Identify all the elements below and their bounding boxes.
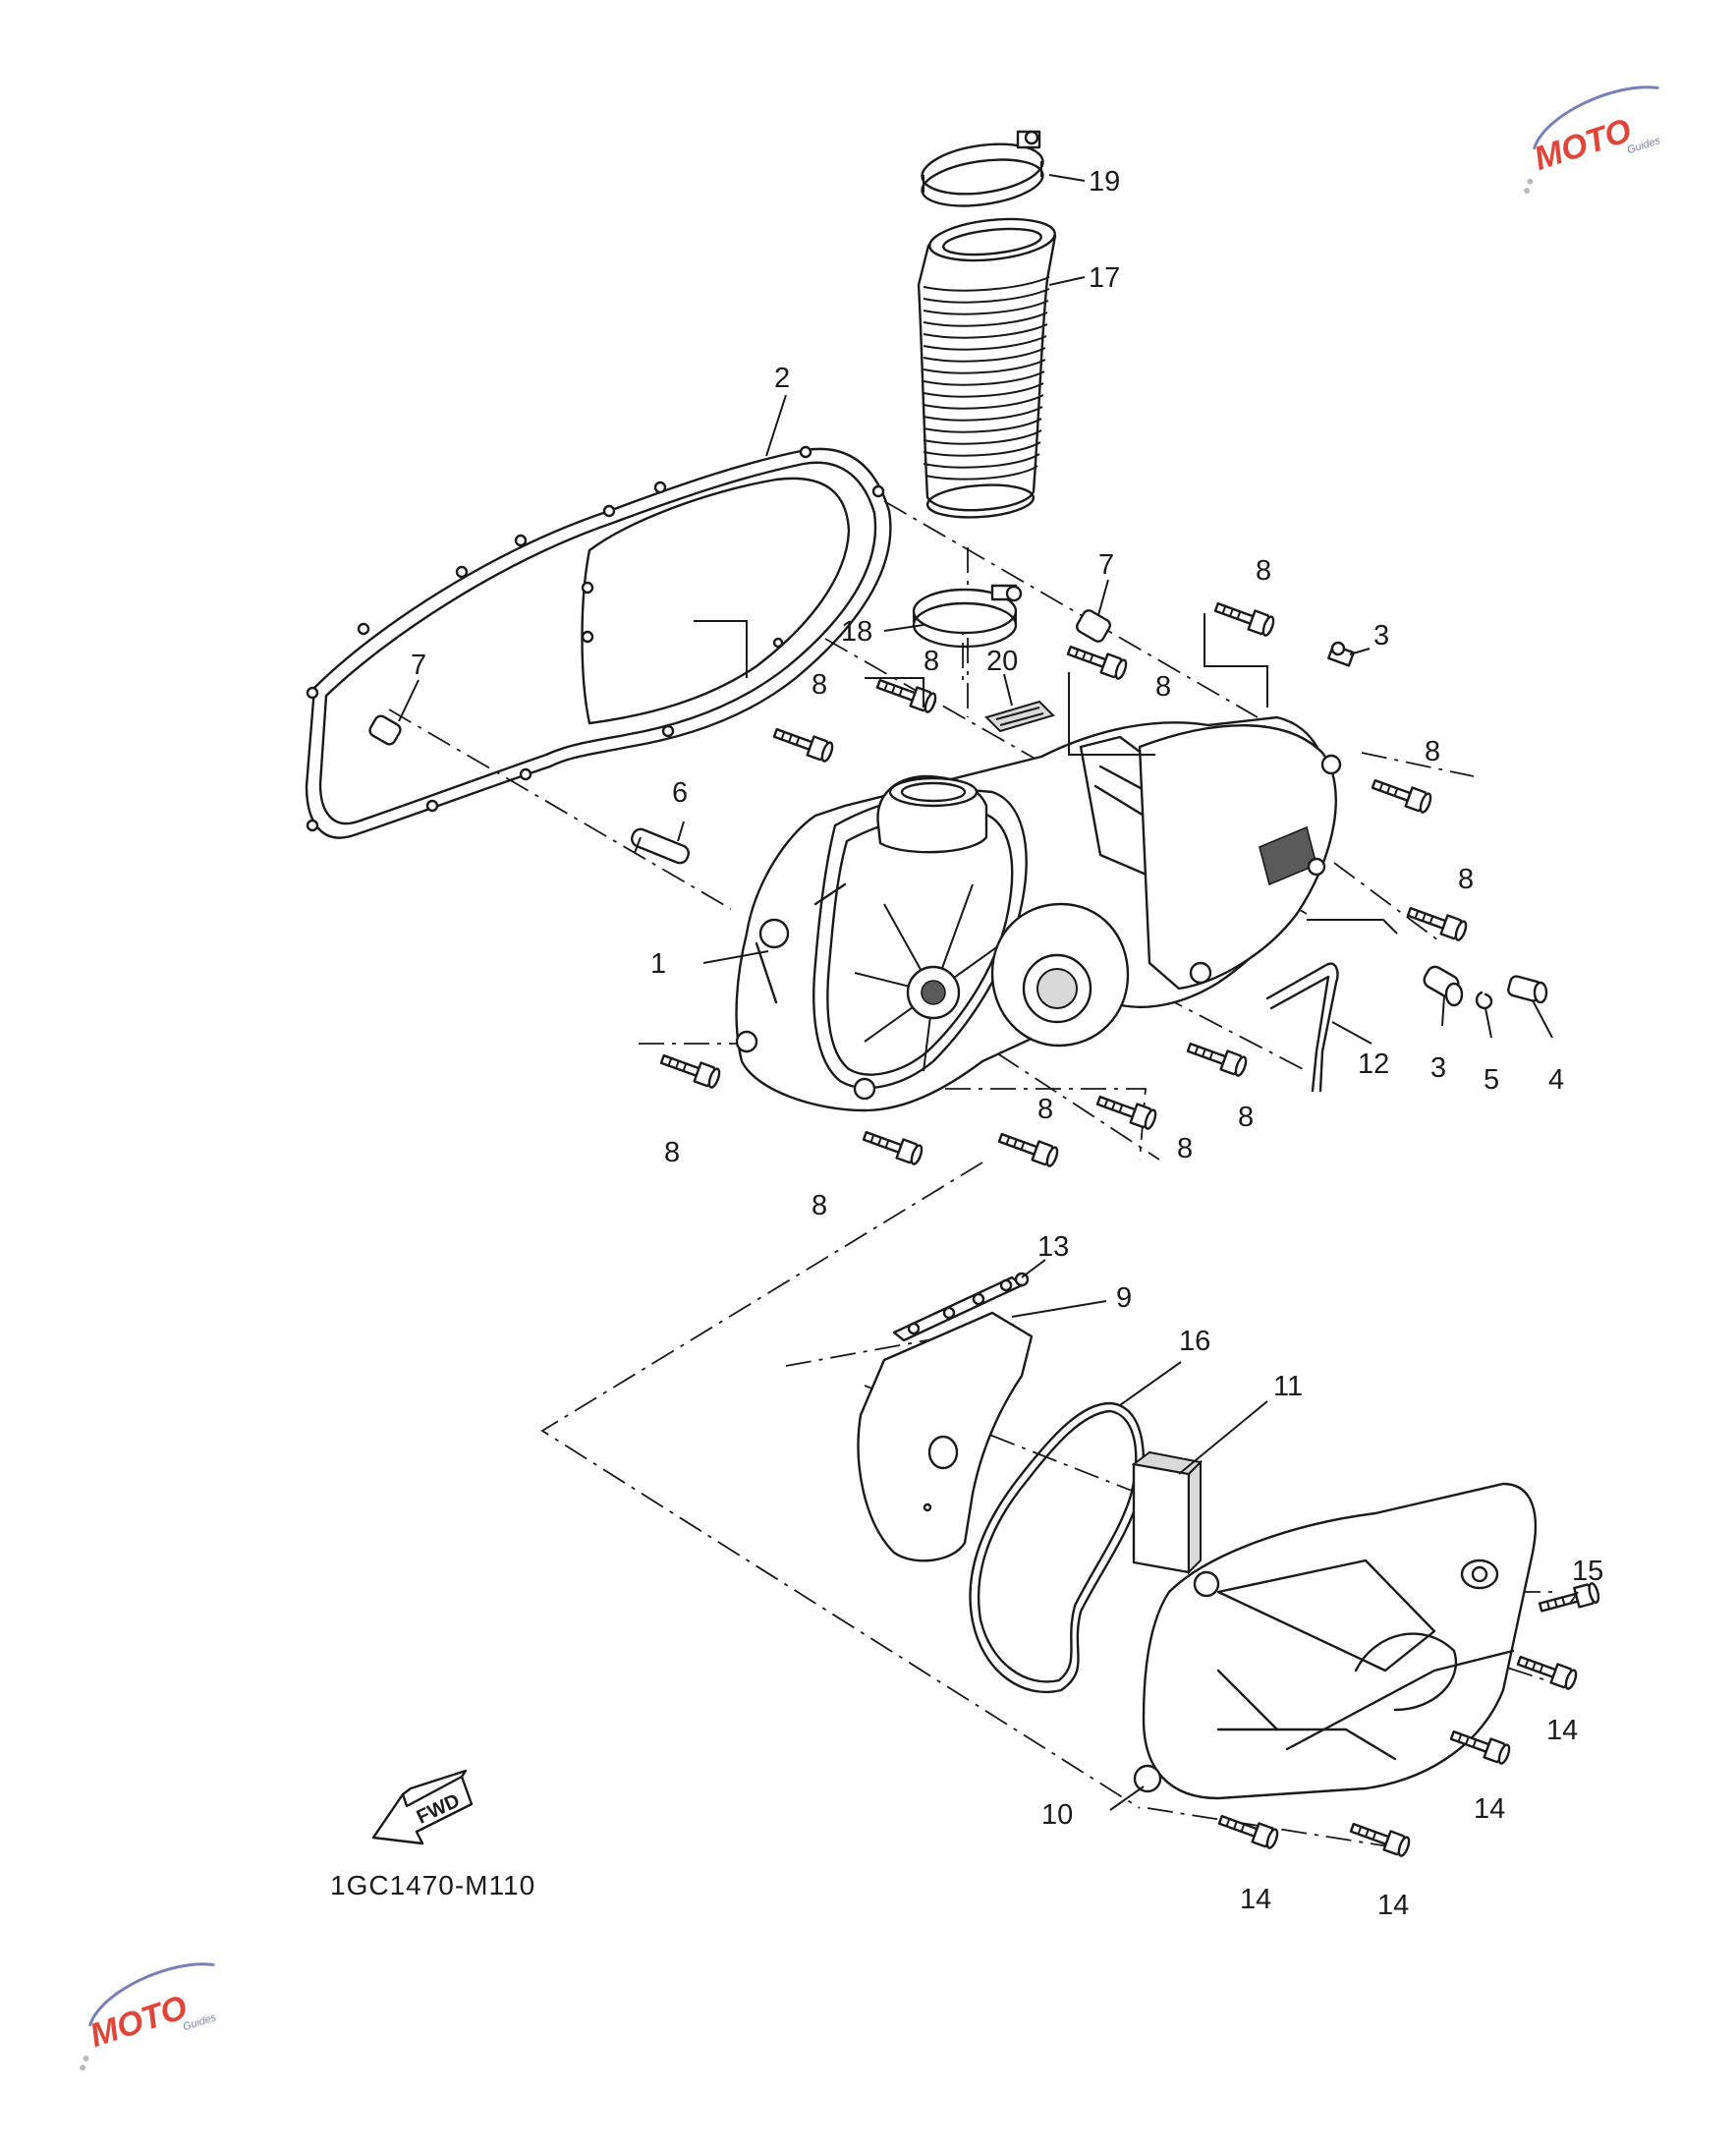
part-7-dowel-pin-left <box>368 714 402 746</box>
callout-15: 15 <box>1572 1556 1603 1587</box>
callout-10: 10 <box>1041 1799 1073 1831</box>
callout-8-k: 8 <box>812 1190 827 1221</box>
bolt-8-j <box>1093 1090 1159 1132</box>
callout-4: 4 <box>1548 1064 1564 1096</box>
part-12-hose <box>1265 962 1339 1093</box>
part-3-breather-fitting-bottom <box>1423 965 1464 1007</box>
part-16-seal <box>969 1401 1145 1693</box>
callout-8-b: 8 <box>924 646 939 677</box>
callout-16: 16 <box>1179 1326 1210 1357</box>
callout-14-b: 14 <box>1474 1793 1505 1825</box>
callout-3-top: 3 <box>1373 620 1389 652</box>
callout-6: 6 <box>672 777 688 809</box>
callout-9: 9 <box>1116 1282 1132 1314</box>
part-9-plate <box>857 1311 1034 1562</box>
callout-8-a: 8 <box>1256 555 1271 587</box>
bolt-14-c <box>1215 1809 1281 1851</box>
part-18-hose-clamp <box>912 584 1023 649</box>
part-19-clamp <box>921 130 1044 207</box>
callout-8-g: 8 <box>1238 1102 1254 1133</box>
callout-5: 5 <box>1484 1064 1499 1096</box>
part-4-cap <box>1507 975 1548 1004</box>
callout-3-bottom: 3 <box>1430 1052 1446 1084</box>
watermark-logo-bottom: MOTO Guides <box>80 1962 218 2071</box>
bolt-8-d <box>1211 596 1277 639</box>
leader-lines <box>398 174 1579 1811</box>
callout-8-f: 8 <box>1458 864 1474 895</box>
callout-7-right: 7 <box>1098 549 1114 581</box>
watermark-text-bottom: MOTO <box>85 1989 192 2055</box>
bolt-8-i <box>995 1127 1061 1169</box>
bolt-8-k <box>1184 1037 1250 1079</box>
callout-8-h: 8 <box>1037 1094 1053 1125</box>
callout-14-a: 14 <box>1546 1715 1578 1746</box>
bolt-15 <box>1537 1581 1601 1618</box>
part-2-gasket <box>305 445 892 839</box>
callout-8-d: 8 <box>812 669 827 701</box>
callout-8-j: 8 <box>664 1137 680 1168</box>
bolt-8-g <box>657 1049 723 1091</box>
callout-11: 11 <box>1273 1371 1303 1402</box>
callout-8-e: 8 <box>1425 736 1440 767</box>
callout-7-left: 7 <box>411 650 426 681</box>
fwd-direction-arrow: FWD <box>371 1769 474 1845</box>
part-1-crankcase-cover <box>735 715 1342 1112</box>
watermark-logo-top: MOTO Guides <box>1524 85 1662 195</box>
callout-2: 2 <box>774 363 790 394</box>
callout-13: 13 <box>1037 1231 1069 1263</box>
callout-8-i: 8 <box>1177 1133 1193 1164</box>
callout-19: 19 <box>1089 166 1120 198</box>
callout-1: 1 <box>650 948 666 980</box>
bolt-8-f <box>1404 901 1470 943</box>
callouts: 19 17 2 7 7 18 20 8 3 8 8 8 8 6 8 1 12 3… <box>411 166 1603 1921</box>
part-3-breather-fitting-top <box>1327 641 1355 667</box>
bolt-8-c <box>1064 640 1130 682</box>
part-5-clip <box>1475 991 1493 1010</box>
part-7-dowel-pin-right <box>1076 609 1111 643</box>
watermark-text-top: MOTO <box>1530 112 1636 178</box>
callout-14-c: 14 <box>1240 1884 1271 1915</box>
callout-8-c: 8 <box>1155 671 1171 703</box>
callout-17: 17 <box>1089 262 1120 294</box>
bolt-8-b <box>873 673 939 715</box>
drawing-code: 1GC1470-M110 <box>330 1870 535 1900</box>
callout-12: 12 <box>1358 1049 1389 1080</box>
bolt-14-d <box>1347 1817 1413 1859</box>
part-17-air-duct <box>917 217 1057 519</box>
callout-20: 20 <box>986 646 1018 677</box>
callout-18: 18 <box>841 616 872 648</box>
part-6-pin <box>631 827 690 865</box>
part-20-label <box>984 700 1055 733</box>
bolt-8-h <box>860 1125 925 1167</box>
bolt-8-e <box>1369 773 1434 816</box>
callout-14-d: 14 <box>1377 1890 1409 1921</box>
bolt-14-a <box>1514 1650 1580 1692</box>
part-11-pad <box>1131 1450 1204 1575</box>
bolt-8-a <box>770 722 836 765</box>
